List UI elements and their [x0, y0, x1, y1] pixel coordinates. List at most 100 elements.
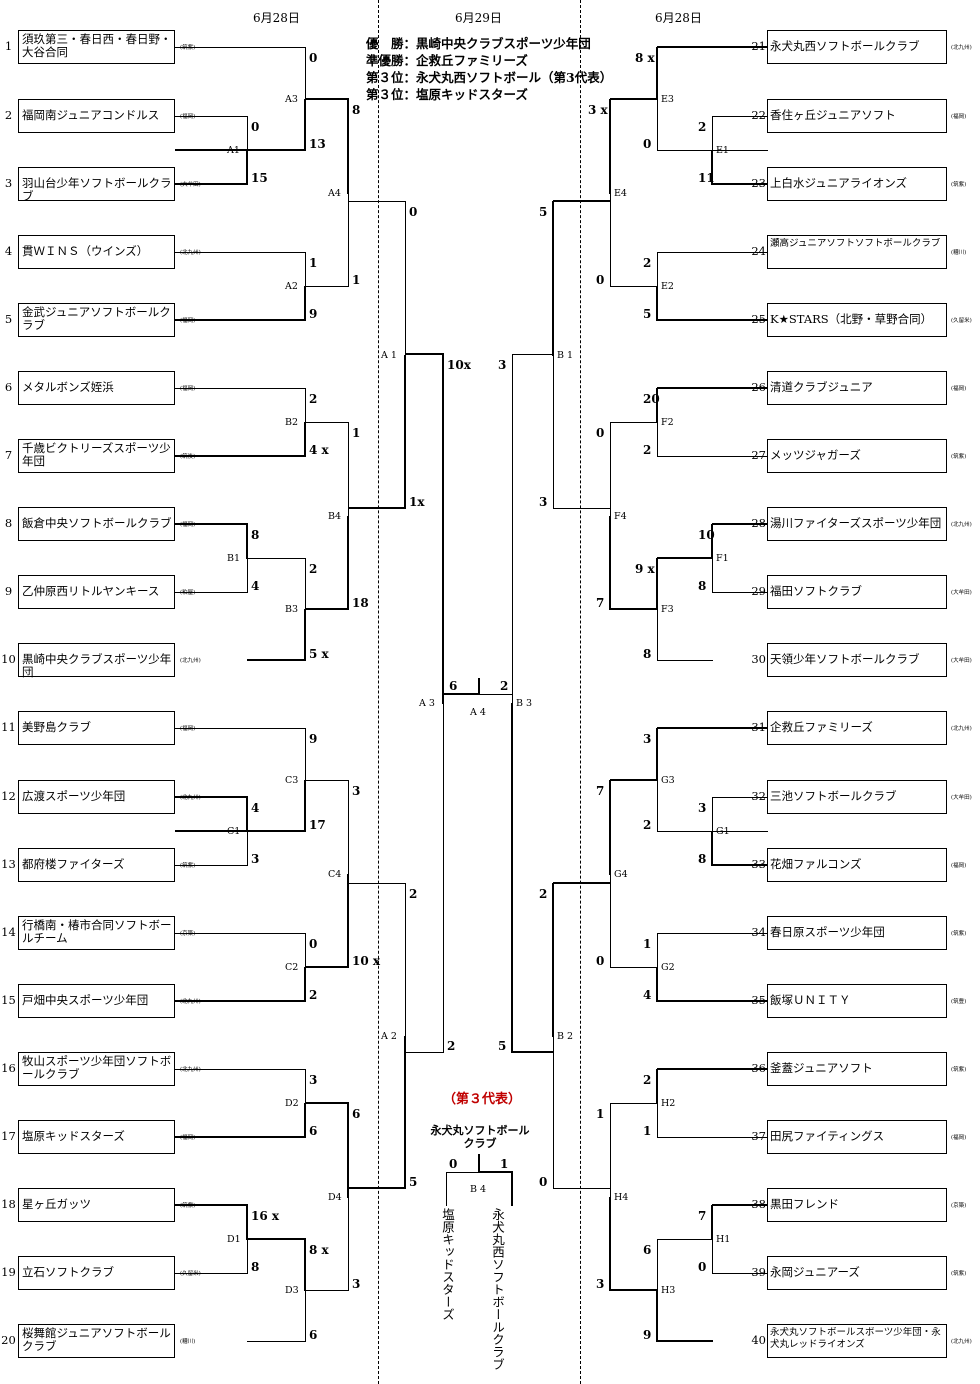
team-name: 飯倉中央ソフトボールクラブ — [22, 517, 172, 530]
bracket-line — [712, 1272, 768, 1274]
result-row: 準優勝：企救丘ファミリーズ — [366, 50, 528, 69]
bracket-line — [657, 556, 714, 560]
score-label: 5 — [498, 1039, 507, 1053]
result-label: 優 勝： — [366, 36, 417, 51]
team-box — [18, 30, 175, 64]
score-label: 4 — [643, 988, 652, 1002]
score-label: 3 — [596, 1277, 605, 1291]
score-label: 2 — [500, 679, 509, 693]
bracket-line — [303, 967, 307, 1003]
team-name: 天領少年ソフトボールクラブ — [770, 653, 920, 666]
game-label: A4 — [328, 187, 341, 199]
bracket-line — [710, 150, 714, 186]
team-region: (筑紫) — [180, 45, 196, 51]
score-label: 3 — [643, 732, 652, 746]
bracket-line — [247, 1340, 306, 1342]
bracket-line — [710, 524, 714, 560]
date-left: 6月28日 — [253, 11, 300, 25]
score-label: 8 — [643, 647, 652, 661]
bracket-line — [553, 199, 612, 203]
bracket-line — [175, 318, 307, 322]
game-label: H2 — [661, 1098, 676, 1109]
score-label: 2 — [539, 887, 548, 901]
team-name: 福田ソフトクラブ — [770, 585, 862, 598]
bracket-line — [175, 46, 306, 48]
team-region: (筑紫) — [180, 863, 196, 869]
bracket-line — [303, 1239, 307, 1292]
score-label: 0 — [698, 1260, 707, 1274]
result-value: 黒崎中央クラブスポーツ少年団 — [416, 36, 591, 51]
team-name: 羽山台少年ソフトボールクラブ — [22, 177, 172, 203]
game-label: B 1 — [557, 349, 574, 361]
bracket-line — [657, 251, 768, 253]
score-label: 15 — [251, 171, 268, 185]
team-box — [18, 711, 175, 745]
bracket-line — [655, 1069, 659, 1105]
score-label: 0 — [409, 205, 418, 219]
team-box — [18, 303, 175, 337]
game-label: C3 — [285, 774, 299, 786]
team-region: (福岡) — [180, 386, 196, 392]
bracket-line — [247, 557, 306, 559]
game-label: A 4 — [470, 707, 486, 718]
game-label: A1 — [227, 145, 240, 156]
bracket-line — [610, 778, 659, 782]
bracket-line — [446, 1171, 480, 1173]
bracket-line — [247, 1237, 307, 1241]
team-name: 永犬丸西ソフトボールクラブ — [770, 40, 920, 53]
score-label: 9 — [309, 732, 318, 746]
team-number: 14 — [1, 925, 16, 939]
bracket-line — [657, 149, 768, 151]
bracket-line — [175, 115, 248, 117]
team-number: 20 — [1, 1333, 16, 1347]
team-box — [767, 167, 947, 201]
game-label: E3 — [661, 93, 674, 105]
score-label: 2 — [643, 443, 652, 457]
bracket-line — [655, 728, 659, 781]
bracket-line — [655, 558, 659, 611]
score-label: 3 — [251, 852, 260, 866]
bracket-line — [610, 421, 658, 423]
score-label: 3 — [352, 1277, 361, 1291]
team-region: (北九州) — [180, 658, 201, 664]
divider-right — [580, 0, 581, 1384]
team-name: 戸畑中央スポーツ少年団 — [22, 994, 149, 1007]
team-number: 27 — [751, 448, 766, 462]
team-box — [18, 643, 175, 677]
score-label: 1 — [352, 273, 361, 287]
bracket-line — [657, 1339, 714, 1343]
game-label: B 2 — [557, 1030, 574, 1042]
bracket-line — [657, 830, 768, 832]
team-box — [767, 1120, 947, 1154]
score-label: 10 x — [352, 954, 381, 968]
team-number: 22 — [751, 108, 766, 122]
game-label: H1 — [716, 1234, 731, 1245]
game-label: B4 — [328, 510, 342, 522]
bracket-line — [346, 1103, 350, 1198]
bracket-line — [175, 1203, 249, 1207]
bracket-line — [479, 693, 513, 695]
score-label: 2 — [309, 392, 318, 406]
team-box — [767, 711, 947, 745]
team-number: 10 — [1, 652, 16, 666]
team-box — [767, 303, 947, 337]
score-label: 5 x — [309, 647, 329, 661]
team-name: 釜蓋ジュニアソフト — [770, 1062, 873, 1075]
game-label: F3 — [661, 604, 674, 615]
team-box — [767, 984, 947, 1018]
team-name: メタルボンズ姪浜 — [22, 381, 114, 394]
team-number: 37 — [751, 1129, 766, 1143]
result-value: 企救丘ファミリーズ — [416, 53, 528, 68]
team-box — [18, 1188, 175, 1222]
score-label: 6 — [643, 1243, 652, 1257]
result-row: 優 勝：黒崎中央クラブスポーツ少年団 — [366, 33, 591, 52]
bracket-line — [405, 1051, 444, 1053]
team-name: 行橋南・椿市合同ソフトボールチーム — [22, 919, 172, 945]
team-region: (粕屋) — [180, 590, 196, 596]
team-box — [18, 575, 175, 609]
team-name: 花畑ファルコンズ — [770, 858, 862, 871]
team-region: (北九州) — [951, 726, 972, 732]
bracket-line — [175, 148, 307, 152]
score-label: 0 — [309, 51, 318, 65]
